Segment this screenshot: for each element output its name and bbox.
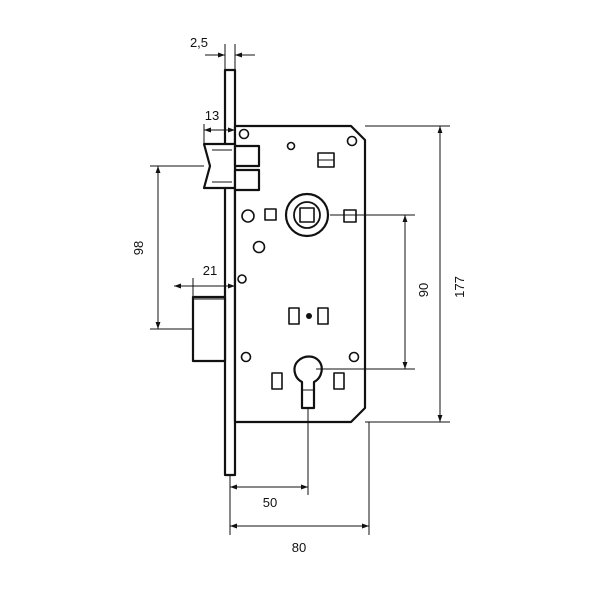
screw-hole-top-right bbox=[346, 135, 358, 147]
deadbolt bbox=[191, 295, 227, 363]
key-slot-left bbox=[271, 372, 283, 390]
mounting-hole-left-mid bbox=[252, 240, 266, 254]
screw-hole-top bbox=[238, 128, 250, 140]
dim-label-faceplate-thickness: 2,5 bbox=[190, 35, 208, 50]
handle-spindle-hub bbox=[284, 192, 330, 238]
dim-label-total-height: 177 bbox=[452, 276, 467, 298]
lock-case-body bbox=[233, 124, 367, 424]
dim-label-backset: 50 bbox=[263, 495, 277, 510]
mounting-hole-left-lower bbox=[237, 274, 247, 284]
square-slot-right bbox=[343, 209, 357, 223]
dim-label-deadbolt-projection: 21 bbox=[203, 263, 217, 278]
small-hole-top bbox=[286, 141, 296, 151]
faceplate bbox=[223, 68, 237, 477]
mounting-hole-left-bottom bbox=[240, 351, 252, 363]
dim-label-handle-to-key: 90 bbox=[416, 283, 431, 297]
dim-label-latch-to-bolt: 98 bbox=[131, 241, 146, 255]
keyhole bbox=[293, 355, 323, 410]
dimension-lines bbox=[155, 52, 443, 529]
key-slot-right bbox=[333, 372, 345, 390]
square-slot-left bbox=[264, 208, 277, 221]
dim-label-latch-projection: 13 bbox=[205, 108, 219, 123]
slot-indicator-icon bbox=[317, 152, 335, 168]
screw-hole-right-bottom bbox=[348, 351, 360, 363]
mounting-hole-left-upper bbox=[241, 209, 255, 223]
mechanism-marks bbox=[288, 307, 329, 325]
dim-label-case-width: 80 bbox=[292, 540, 306, 555]
latch-bolt bbox=[202, 142, 261, 192]
